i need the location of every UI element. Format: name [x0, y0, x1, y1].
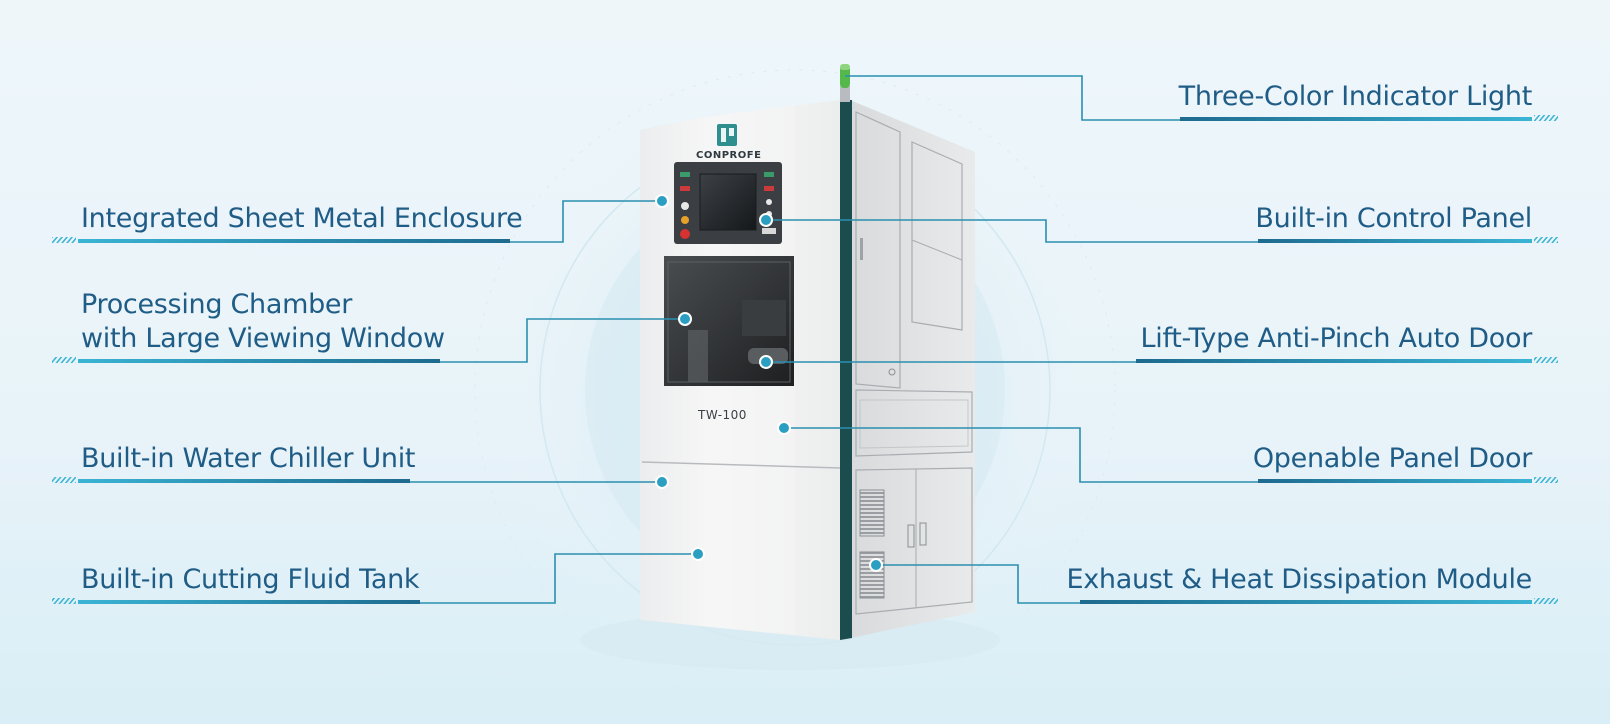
lower-cabinet [855, 467, 973, 615]
callout-auto-door: Lift-Type Anti-Pinch Auto Door [1140, 323, 1533, 354]
underlines-right [1080, 115, 1558, 604]
callout-enclosure: Integrated Sheet Metal Enclosure [81, 203, 523, 234]
callout-indicator-light: Three-Color Indicator Light [1178, 81, 1533, 112]
callout-panel-door: Openable Panel Door [1252, 443, 1532, 474]
vent-upper [859, 489, 885, 537]
indicator-light [840, 64, 850, 102]
machine-brand-text: CONPROFE [696, 150, 762, 161]
callout-chamber-line2: with Large Viewing Window [81, 323, 445, 354]
door-edge-strip [840, 100, 852, 640]
leader-lines [410, 75, 1258, 604]
callout-chiller: Built-in Water Chiller Unit [81, 443, 416, 474]
vent-lower [859, 551, 885, 599]
openable-panel [855, 389, 973, 457]
callout-dots [655, 194, 883, 572]
underlines-left [52, 237, 510, 604]
control-panel-illustration [674, 162, 782, 244]
callout-chamber-line1: Processing Chamber [81, 289, 353, 320]
callout-fluid-tank: Built-in Cutting Fluid Tank [81, 564, 420, 595]
machine-illustration [640, 64, 975, 640]
brand-logo [717, 124, 737, 146]
callout-exhaust: Exhaust & Heat Dissipation Module [1066, 564, 1532, 595]
machine-model-text: TW-100 [698, 408, 747, 422]
callout-control-panel: Built-in Control Panel [1255, 203, 1532, 234]
